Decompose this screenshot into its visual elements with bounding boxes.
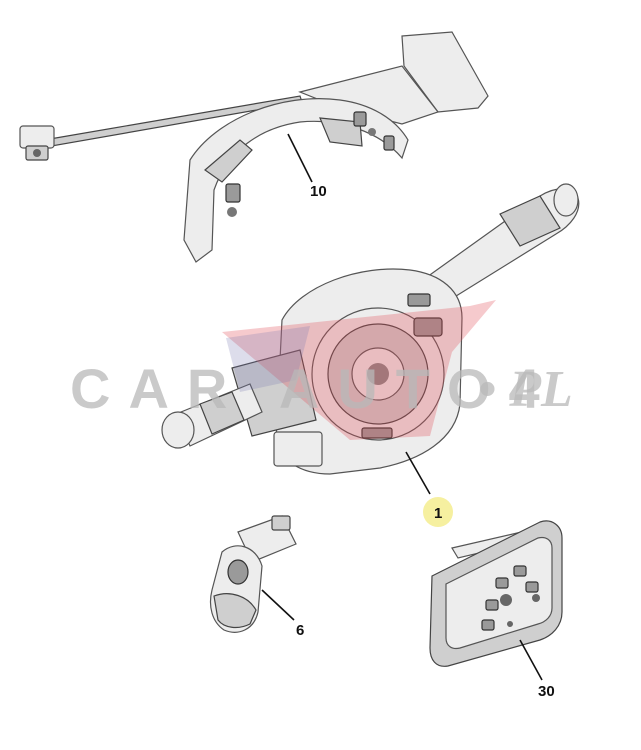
control-panel-part	[429, 520, 563, 667]
callout-badge-1	[423, 497, 453, 527]
watermark-suffix: • PL	[478, 361, 573, 418]
callout-1: 1	[434, 505, 442, 522]
callout-6: 6	[296, 622, 304, 639]
callout-10: 10	[310, 183, 327, 200]
callout-30: 30	[538, 683, 555, 700]
harness-bracket-part	[19, 31, 489, 263]
lever-switch-part	[209, 515, 297, 633]
watermark-brand: CAR AUTO4	[70, 357, 558, 420]
switch-assembly-part	[161, 183, 580, 475]
watermark: CAR AUTO4 • PL	[70, 300, 573, 440]
